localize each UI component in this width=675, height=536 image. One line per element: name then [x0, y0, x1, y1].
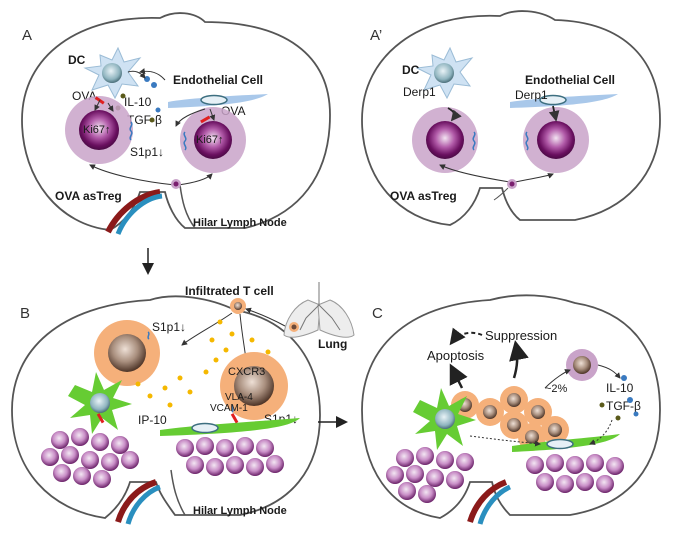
s1p1-label-a: S1p1↓	[130, 145, 164, 159]
dc-label-a: DC	[68, 53, 86, 67]
vessels-c	[467, 479, 512, 525]
vessel-node-a2	[493, 179, 517, 201]
treg-label-a2: OVA asTreg	[390, 189, 457, 203]
endothelial-label-a2: Endothelial Cell	[525, 73, 615, 87]
panel-letter-c: C	[372, 305, 383, 322]
vcam1-label: VCAM-1	[210, 403, 248, 414]
suppression-label: Suppression	[485, 328, 557, 343]
lymph-node-outline-b	[11, 295, 321, 519]
derp-label-endo: Derp1	[515, 88, 548, 102]
dendritic-cell-a2	[415, 46, 474, 100]
lymph-node-outline-a2	[361, 10, 661, 226]
infiltrated-label: Infiltrated T cell	[185, 284, 274, 298]
treg-cell-left-a	[65, 96, 133, 164]
lung-label: Lung	[318, 337, 347, 351]
lymphocyte-cluster-right-c	[526, 454, 624, 493]
il10-label-c: IL-10	[606, 381, 634, 395]
vessels-b	[115, 479, 161, 525]
apoptosis-label: Apoptosis	[427, 348, 485, 363]
treg-cell-right-a2	[523, 107, 589, 173]
dendritic-cell-a	[83, 46, 142, 100]
node-label-b: Hilar Lymph Node	[193, 505, 287, 517]
panel-letter-a: A	[22, 27, 32, 44]
dendritic-cell-c	[413, 388, 476, 450]
cxcr3-label: CXCR3	[228, 366, 265, 378]
treg-cell-c	[566, 349, 598, 381]
endothelium-b	[160, 418, 300, 436]
lung-illustration	[283, 282, 355, 338]
il10-label-a: IL-10	[124, 95, 152, 109]
endothelial-label-a: Endothelial Cell	[173, 73, 263, 87]
ki67-label-left: Ki67↑	[83, 124, 111, 136]
lymphocyte-cluster-left-b	[41, 428, 139, 488]
panel-letter-b: B	[20, 305, 30, 322]
effector-cell-left-b	[94, 320, 160, 386]
derp-label-dc: Derp1	[403, 85, 436, 99]
panel-a: A DC OVA IL-10 TGF-β Endothelial Cell OV…	[21, 12, 331, 236]
ip10-label: IP-10	[138, 413, 167, 427]
panel-c: C Suppression Apoptosis ~2% IL-10 TGF-β	[361, 294, 661, 525]
ki67-label-right: Ki67↑	[196, 134, 224, 146]
panel-letter-a2: A’	[370, 27, 382, 44]
node-label-a: Hilar Lymph Node	[193, 217, 287, 229]
vla4-label: VLA-4	[225, 392, 253, 403]
tgfb-label-c: TGF-β	[606, 399, 641, 413]
dc-label-a2: DC	[402, 63, 420, 77]
percent-label: ~2%	[545, 383, 568, 395]
tgfb-label-a: TGF-β	[127, 113, 162, 127]
panel-b: B Lung Infiltrated T cell S1p1↓ CXCR3	[11, 282, 355, 525]
panel-a-prime: A’ DC Derp1 Endothelial Cell Derp1	[361, 10, 661, 226]
treg-label-a: OVA asTreg	[55, 189, 122, 203]
treg-cell-right-a	[180, 107, 246, 173]
vessels-a	[105, 179, 181, 236]
s1p1-label-b-top: S1p1↓	[152, 320, 186, 334]
lymphocyte-cluster-right-b	[176, 437, 284, 476]
lymph-node-outline-c	[361, 294, 661, 519]
treg-cell-left-a2	[412, 107, 478, 173]
lymphocyte-cluster-left-c	[386, 447, 474, 503]
dendritic-cell-b	[68, 372, 132, 434]
chemokines-b	[135, 319, 271, 408]
effector-cell-right-b	[220, 352, 288, 420]
